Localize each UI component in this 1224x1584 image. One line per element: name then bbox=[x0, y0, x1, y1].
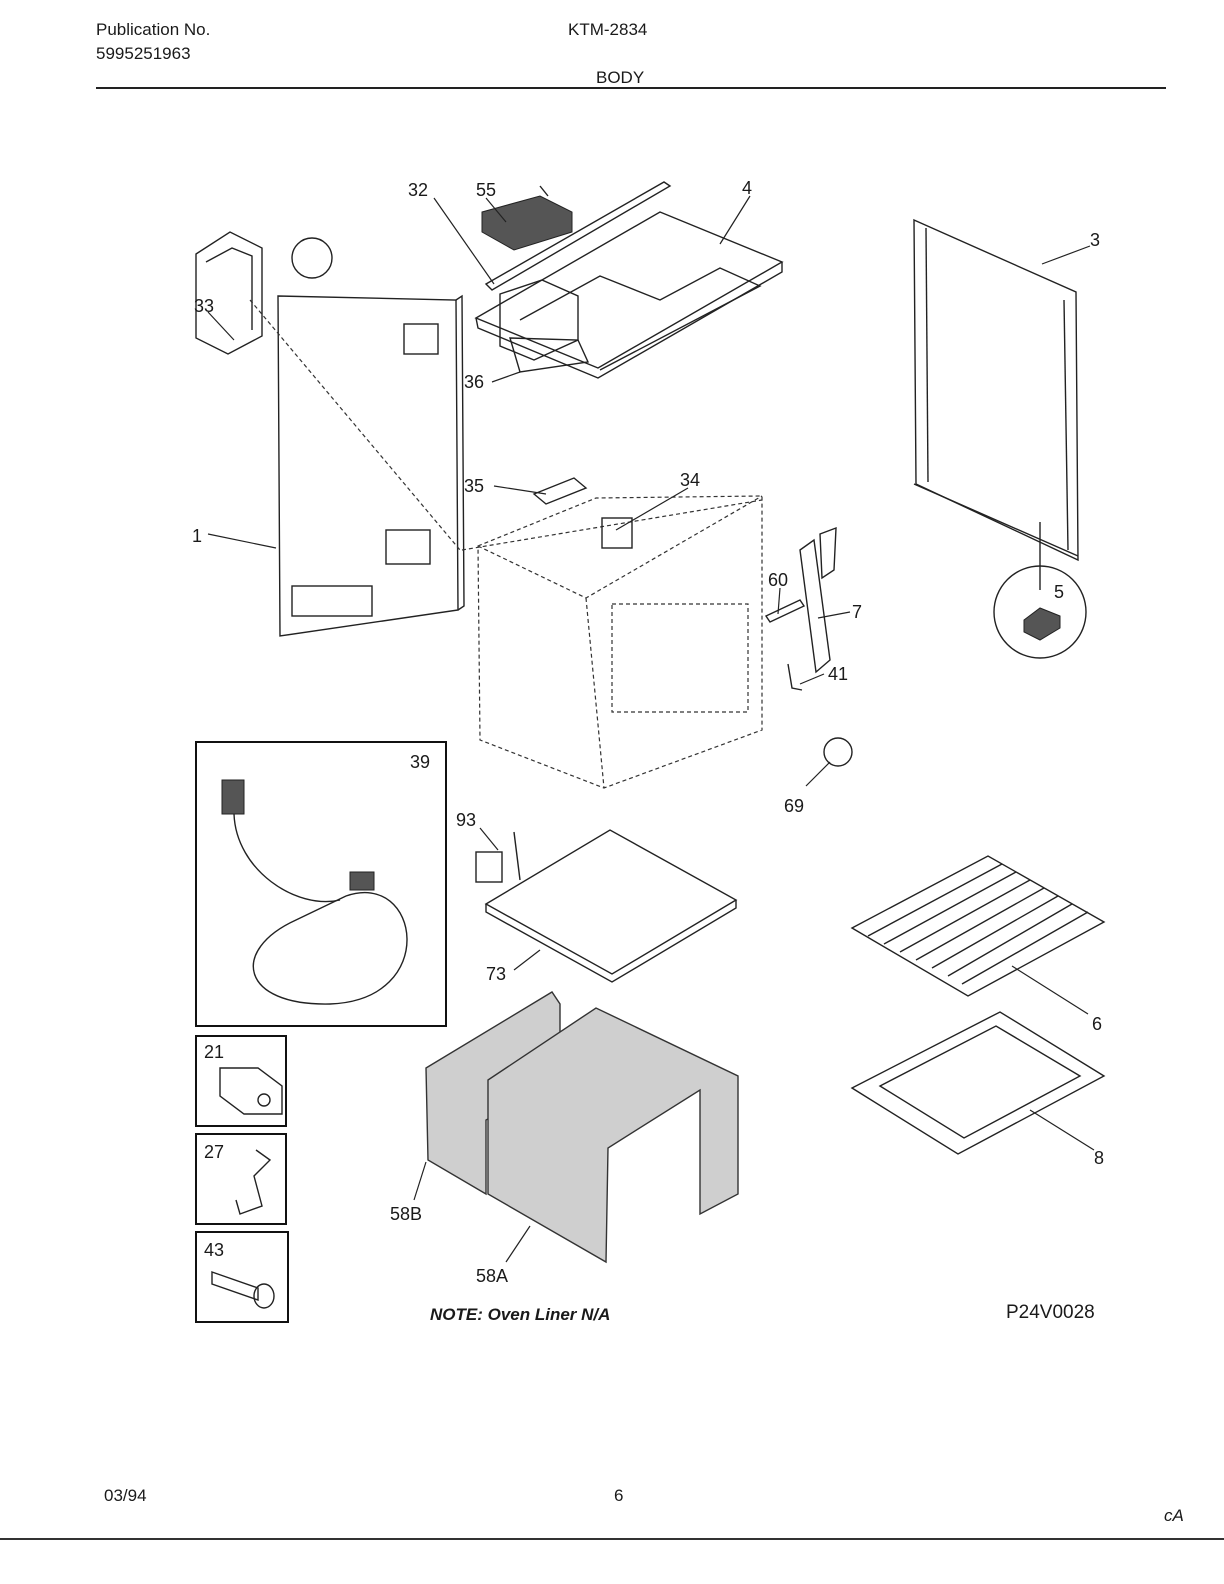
leader-36 bbox=[491, 371, 521, 383]
leader-4 bbox=[719, 195, 751, 245]
callout-1: 1 bbox=[192, 526, 202, 546]
part-39-power-cord bbox=[221, 779, 408, 1005]
publication-label: Publication No. bbox=[96, 20, 211, 39]
callout-33: 33 bbox=[194, 296, 214, 316]
part-32-trim-strip bbox=[484, 181, 672, 291]
part-27-bracket bbox=[235, 1149, 272, 1215]
leader-41 bbox=[799, 673, 825, 685]
section-title: BODY bbox=[596, 68, 645, 87]
leader-3 bbox=[1041, 245, 1091, 265]
callout-60: 60 bbox=[768, 570, 788, 590]
callout-69: 69 bbox=[784, 796, 804, 816]
leader-58a bbox=[505, 1225, 531, 1263]
callout-39: 39 bbox=[410, 752, 430, 772]
callout-36: 36 bbox=[464, 372, 484, 392]
header-rule bbox=[96, 87, 1166, 89]
callout-27: 27 bbox=[204, 1142, 224, 1162]
callout-58b: 58B bbox=[390, 1204, 422, 1224]
part-4-top-frame bbox=[474, 211, 784, 379]
callout-41: 41 bbox=[828, 664, 848, 684]
leader-93 bbox=[479, 827, 499, 851]
leader-69 bbox=[805, 761, 831, 787]
leader-8 bbox=[1029, 1109, 1095, 1151]
callout-4: 4 bbox=[742, 178, 752, 198]
part-8-broiler-pan bbox=[850, 1011, 1106, 1155]
callout-93: 93 bbox=[456, 810, 476, 830]
page-number: 6 bbox=[614, 1486, 624, 1505]
footer-rule bbox=[0, 1538, 1224, 1540]
leader-73 bbox=[513, 949, 541, 971]
callout-58a: 58A bbox=[476, 1266, 508, 1286]
part-1-back-panel bbox=[249, 237, 465, 637]
part-21-clamp bbox=[219, 1067, 283, 1115]
part-21-box bbox=[195, 1035, 287, 1127]
footer-date: 03/94 bbox=[104, 1486, 147, 1505]
part-55-vent-grille bbox=[481, 185, 573, 251]
callout-35: 35 bbox=[464, 476, 484, 496]
callout-7: 7 bbox=[852, 602, 862, 622]
part-60-receptacle bbox=[764, 599, 806, 623]
part-73-bottom-plate bbox=[484, 829, 738, 983]
callout-6: 6 bbox=[1092, 1014, 1102, 1034]
callout-55: 55 bbox=[476, 180, 496, 200]
leader-34 bbox=[615, 487, 689, 531]
leader-32 bbox=[433, 197, 495, 285]
leader-1 bbox=[207, 533, 277, 549]
footer-mark: cA bbox=[1164, 1506, 1184, 1525]
oven-liner-note: NOTE: Oven Liner N/A bbox=[430, 1305, 610, 1324]
part-6-oven-rack bbox=[850, 855, 1106, 997]
part-41-clip bbox=[787, 663, 803, 691]
callout-3: 3 bbox=[1090, 230, 1100, 250]
part-5-leveling-leg bbox=[993, 522, 1087, 659]
publication-number: 5995251963 bbox=[96, 44, 191, 63]
callout-8: 8 bbox=[1094, 1148, 1104, 1168]
part-43-box bbox=[195, 1231, 289, 1323]
part-93-switch bbox=[475, 831, 521, 883]
callout-21: 21 bbox=[204, 1042, 224, 1062]
callout-43: 43 bbox=[204, 1240, 224, 1260]
part-27-box bbox=[195, 1133, 287, 1225]
cabinet-body bbox=[461, 495, 763, 789]
leader-6 bbox=[1011, 965, 1089, 1015]
part-7-door-hinge bbox=[799, 526, 837, 674]
part-43-screw bbox=[211, 1271, 275, 1309]
diagram-code: P24V0028 bbox=[1006, 1302, 1095, 1323]
leader-7 bbox=[817, 611, 851, 619]
callout-32: 32 bbox=[408, 180, 428, 200]
leader-60 bbox=[777, 587, 781, 615]
part-39-box bbox=[195, 741, 447, 1027]
part-3-side-panel bbox=[913, 218, 1079, 562]
part-69-plug-button bbox=[823, 737, 853, 767]
leader-35 bbox=[493, 485, 547, 495]
model-number: KTM-2834 bbox=[568, 20, 648, 39]
callout-73: 73 bbox=[486, 964, 506, 984]
part-33-bracket bbox=[195, 231, 263, 355]
part-58a-insulation bbox=[487, 1007, 739, 1264]
callout-5: 5 bbox=[1054, 582, 1064, 602]
part-35-gasket bbox=[532, 477, 588, 505]
leader-55 bbox=[485, 197, 507, 223]
part-36-duct bbox=[499, 279, 590, 373]
leader-33 bbox=[207, 311, 235, 341]
callout-34: 34 bbox=[680, 470, 700, 490]
leader-58b bbox=[413, 1161, 427, 1201]
